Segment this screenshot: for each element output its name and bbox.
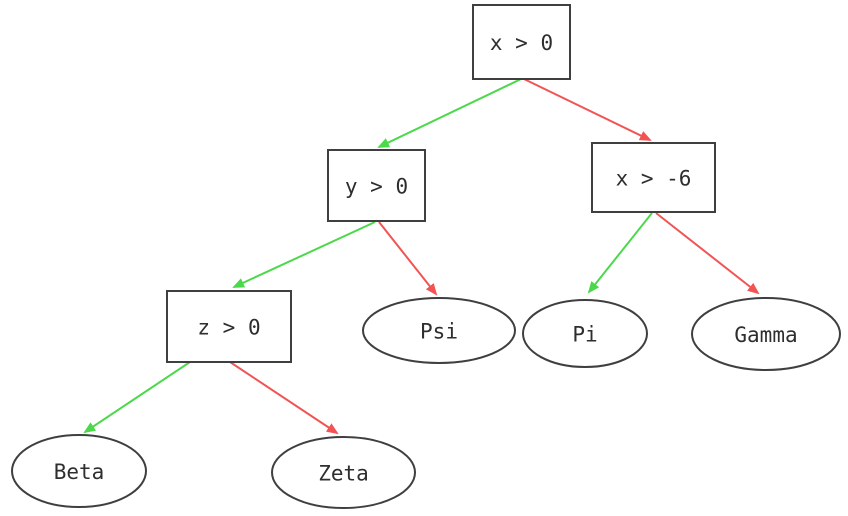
edge-z-to-zeta-false bbox=[229, 361, 339, 435]
nodes: x > 0 y > 0 x > -6 z > 0 Psi Pi bbox=[11, 4, 841, 509]
node-leaf-gamma: Gamma bbox=[691, 297, 841, 371]
leaf-ellipse bbox=[271, 436, 416, 509]
condition-box bbox=[166, 290, 292, 363]
node-cond-x-gt-m6: x > -6 bbox=[591, 142, 716, 213]
node-leaf-zeta: Zeta bbox=[271, 436, 416, 509]
node-label: Psi bbox=[420, 320, 458, 344]
node-cond-x-gt-0: x > 0 bbox=[472, 4, 571, 80]
node-leaf-beta: Beta bbox=[11, 434, 147, 508]
node-label: Beta bbox=[54, 460, 105, 484]
condition-box bbox=[591, 142, 716, 213]
node-label: z > 0 bbox=[197, 316, 260, 340]
node-label: x > -6 bbox=[616, 167, 692, 191]
edges bbox=[83, 78, 760, 435]
leaf-ellipse bbox=[11, 434, 147, 508]
node-label: y > 0 bbox=[345, 175, 408, 199]
leaf-ellipse bbox=[691, 297, 841, 371]
edge-y-to-psi-false bbox=[378, 221, 438, 296]
node-leaf-pi: Pi bbox=[522, 299, 648, 368]
node-cond-z-gt-0: z > 0 bbox=[166, 290, 292, 363]
edge-root-to-xm6-false bbox=[523, 78, 652, 141]
edge-y-to-z-true bbox=[232, 221, 376, 288]
leaf-ellipse bbox=[362, 297, 516, 364]
node-cond-y-gt-0: y > 0 bbox=[327, 149, 426, 222]
leaf-ellipse bbox=[522, 299, 648, 368]
node-label: Zeta bbox=[318, 462, 369, 486]
node-label: x > 0 bbox=[490, 31, 553, 55]
condition-box bbox=[327, 149, 426, 222]
node-leaf-psi: Psi bbox=[362, 297, 516, 364]
edge-root-to-y-true bbox=[377, 78, 522, 148]
node-label: Gamma bbox=[734, 323, 797, 347]
edge-z-to-beta-true bbox=[83, 361, 191, 434]
edge-xm6-to-gamma-false bbox=[655, 212, 760, 295]
condition-box bbox=[472, 4, 571, 80]
node-label: Pi bbox=[572, 323, 597, 347]
edge-xm6-to-pi-true bbox=[587, 212, 653, 294]
